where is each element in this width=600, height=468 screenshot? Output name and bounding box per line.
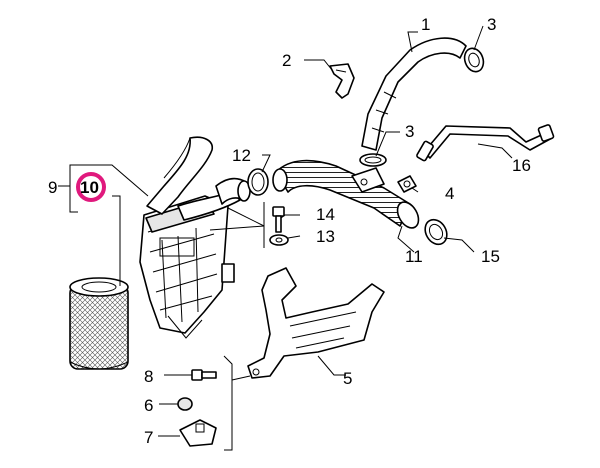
corrugated-intake-duct-11 bbox=[272, 159, 420, 229]
callout-labels: 1 3 2 3 4 16 12 14 13 11 15 5 8 6 7 9 10 bbox=[48, 15, 531, 447]
callout-10: 10 bbox=[80, 178, 99, 197]
callout-11: 11 bbox=[405, 247, 423, 266]
breather-pipe-16 bbox=[416, 124, 555, 162]
mounting-bracket-5 bbox=[247, 267, 385, 379]
callout-3-lower: 3 bbox=[405, 122, 414, 141]
callout-12: 12 bbox=[232, 146, 251, 165]
callout-15: 15 bbox=[481, 247, 500, 266]
nut-6 bbox=[177, 397, 193, 411]
clamp-4 bbox=[397, 175, 417, 193]
leader-lines bbox=[58, 25, 513, 451]
air-filter-element bbox=[69, 277, 129, 370]
callout-5: 5 bbox=[343, 369, 352, 388]
bracket-clip-2 bbox=[329, 63, 355, 99]
callout-16: 16 bbox=[512, 156, 531, 175]
callout-4: 4 bbox=[445, 184, 454, 203]
hose-clamp-3-lower bbox=[359, 153, 387, 167]
intake-rubber-hose bbox=[215, 177, 251, 205]
callout-8: 8 bbox=[144, 367, 153, 386]
callout-3-top: 3 bbox=[487, 15, 496, 34]
callout-6: 6 bbox=[144, 396, 153, 415]
washer-13 bbox=[269, 234, 289, 246]
callout-9: 9 bbox=[48, 178, 57, 197]
callout-14: 14 bbox=[316, 205, 335, 224]
callout-1: 1 bbox=[421, 15, 430, 34]
callout-13: 13 bbox=[316, 227, 335, 246]
callout-7: 7 bbox=[144, 428, 153, 447]
clip-7 bbox=[179, 419, 217, 447]
hose-clamp-3-top bbox=[463, 47, 485, 73]
bolt-8 bbox=[191, 369, 217, 381]
callout-2: 2 bbox=[282, 51, 291, 70]
hose-clamp-12 bbox=[247, 168, 269, 196]
hose-clamp-15 bbox=[424, 218, 448, 246]
bolt-14 bbox=[272, 206, 285, 233]
hose-1 bbox=[361, 37, 467, 151]
highlight-ring bbox=[76, 172, 106, 202]
